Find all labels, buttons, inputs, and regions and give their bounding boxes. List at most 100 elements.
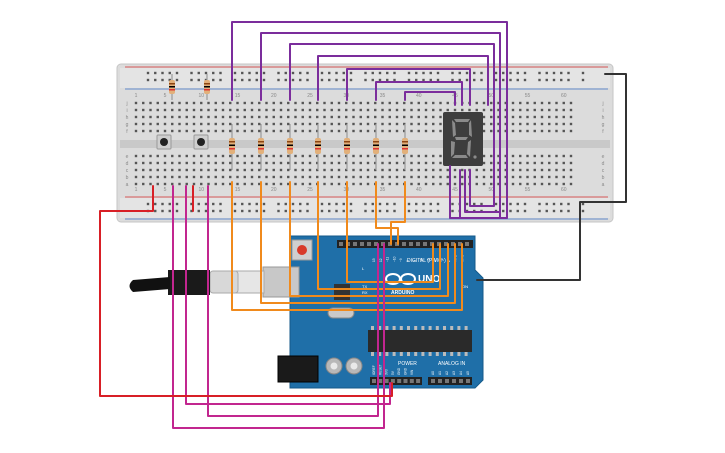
- resistor: [204, 74, 210, 100]
- digital-pin-label: 7: [413, 260, 417, 262]
- wire-orange: [375, 181, 399, 245]
- row-letter: c: [602, 168, 605, 174]
- wire-magenta: [172, 185, 385, 429]
- row-letter: f: [126, 129, 128, 135]
- wire-purple: [346, 68, 471, 106]
- wire-red: [99, 185, 393, 397]
- analog-header: [428, 377, 472, 385]
- power-header: [370, 377, 422, 385]
- row-letter: g: [602, 122, 605, 128]
- digital-label: DIGITAL (PWM~): [407, 258, 446, 264]
- analog-pin-label: A3: [452, 371, 456, 375]
- row-letter: b: [602, 175, 605, 181]
- wire-black: [476, 73, 627, 281]
- resistor: [402, 124, 408, 170]
- power-label: POWER: [398, 361, 417, 367]
- column-number: 5: [164, 187, 167, 193]
- rx-label: RX: [362, 290, 368, 295]
- l-label: L: [362, 266, 365, 271]
- power-pin-label: 5V: [391, 370, 395, 375]
- seven-segment-display: 8: [443, 112, 483, 166]
- usb-plug: [209, 270, 239, 294]
- column-number: 35: [380, 93, 386, 99]
- digital-pin-label: ~11: [386, 257, 390, 262]
- wire-orange: [231, 181, 463, 311]
- column-number: 5: [164, 93, 167, 99]
- row-letter: f: [602, 129, 604, 135]
- column-number: 10: [198, 187, 204, 193]
- power-pin-label: 3V3: [385, 369, 389, 375]
- column-number: 55: [525, 187, 531, 193]
- analog-pin-label: A0: [431, 371, 435, 375]
- analog-pin-label: A4: [459, 371, 463, 375]
- resistor: [373, 124, 379, 170]
- wire-orange: [289, 181, 449, 297]
- column-number: 60: [561, 93, 567, 99]
- power-pin-label: GND: [397, 367, 401, 375]
- analog-label: ANALOG IN: [438, 361, 466, 367]
- column-number: 60: [561, 187, 567, 193]
- wires: [99, 21, 627, 429]
- row-letter: i: [602, 108, 603, 114]
- column-number: 40: [416, 187, 422, 193]
- row-letter: j: [125, 101, 127, 107]
- pulldown-resistors: [169, 74, 210, 100]
- breadboard: 1155101015152020252530303535404045455050…: [116, 63, 614, 223]
- breadboard-holes: [134, 71, 585, 213]
- analog-pin-label: A2: [445, 371, 449, 375]
- row-letter: d: [126, 161, 129, 167]
- digital-pin-label: 8: [406, 260, 410, 262]
- row-letter: h: [126, 115, 129, 121]
- digital-pin-label: ~3: [440, 258, 444, 262]
- analog-pin-label: A5: [466, 371, 470, 375]
- column-number: 1: [135, 93, 138, 99]
- column-number: 1: [135, 187, 138, 193]
- column-number: 20: [271, 93, 277, 99]
- digital-pin-label: ~9: [399, 258, 403, 262]
- row-letter: c: [126, 168, 129, 174]
- row-letter: j: [601, 101, 603, 107]
- column-number: 10: [198, 93, 204, 99]
- push-button-left[interactable]: [156, 134, 172, 150]
- power-jack: [277, 355, 319, 383]
- wire-purple: [375, 81, 463, 106]
- arduino-logo: [385, 273, 416, 285]
- resistor: [229, 124, 235, 170]
- analog-pin-label: A1: [438, 371, 442, 375]
- wire-purple: [317, 55, 489, 106]
- usb-chip: [334, 284, 350, 300]
- uno-label: UNO: [418, 274, 440, 285]
- column-number: 50: [488, 93, 494, 99]
- digital-pin-label: 13: [372, 258, 376, 262]
- atmega-chip: [368, 330, 472, 352]
- wire-purple: [289, 43, 495, 207]
- wire-orange: [390, 181, 406, 245]
- digit-value: 8: [463, 149, 464, 151]
- row-letter: b: [126, 175, 129, 181]
- push-button-right[interactable]: [193, 134, 209, 150]
- arduino-label: ARDUINO: [391, 290, 414, 296]
- row-letter: a: [602, 182, 605, 188]
- wire-magenta: [207, 185, 379, 417]
- digital-pin-label: 12: [379, 258, 383, 262]
- resistor: [258, 124, 264, 170]
- wire-purple: [260, 32, 501, 213]
- on-label: ON: [462, 284, 468, 289]
- segment-resistors: [229, 124, 408, 170]
- column-number: 35: [380, 187, 386, 193]
- power-pin-label: VIN: [410, 369, 414, 375]
- row-letter: g: [126, 122, 129, 128]
- wire-purple: [404, 91, 456, 106]
- wire-orange: [260, 181, 456, 304]
- arduino-uno: UNO ARDUINO DIGITAL (PWM~) POWER ANALOG …: [129, 235, 484, 389]
- column-number: 45: [452, 187, 458, 193]
- usb-cable: [129, 277, 170, 292]
- digital-pin-label: ~10: [392, 256, 396, 262]
- column-number: 15: [235, 187, 241, 193]
- resistor: [287, 124, 293, 170]
- row-letter: h: [602, 115, 605, 121]
